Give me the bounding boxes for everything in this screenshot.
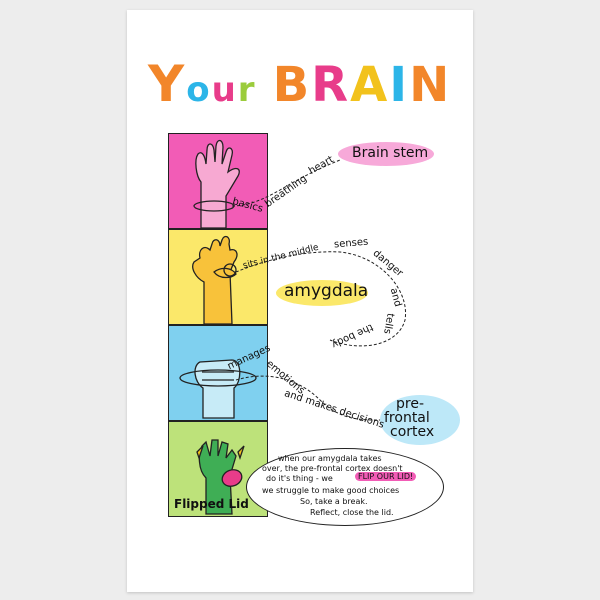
title-letter: Y	[148, 55, 185, 113]
brain-stem-blob	[338, 142, 434, 166]
thumb-in-hand-icon	[192, 235, 238, 325]
title-letter: R	[311, 57, 349, 113]
title-letter: B	[272, 57, 310, 113]
speech-bubble	[246, 448, 444, 526]
bubble-line-6: Reflect, close the lid.	[310, 508, 394, 517]
bubble-line-3: do it's thing - we	[266, 474, 333, 483]
prefrontal-blob	[380, 395, 460, 445]
fist-hand-icon	[179, 359, 257, 419]
bubble-line-2: over, the pre-frontal cortex doesn't	[262, 464, 403, 473]
bubble-line-1: when our amygdala takes	[278, 454, 382, 463]
title-letter: o	[186, 70, 210, 110]
open-hand-icon	[193, 139, 240, 229]
title-letter: A	[350, 57, 388, 113]
bubble-line-4: we struggle to make good choices	[262, 486, 400, 495]
amygdala-label: amygdala	[284, 281, 369, 301]
title-letter: I	[389, 57, 408, 113]
title-letter: u	[211, 70, 236, 110]
prefrontal-label-1: pre-	[396, 396, 424, 412]
prefrontal-label-2: frontal	[384, 410, 430, 426]
flipped-hand-icon	[196, 439, 245, 515]
amygdala-blob	[276, 280, 368, 306]
brain-stem-label: Brain stem	[352, 145, 429, 161]
title-letter: N	[409, 57, 450, 113]
flip-lid-highlight: FLIP OUR LID!	[355, 472, 417, 481]
bubble-line-5: So, take a break.	[300, 497, 368, 506]
prefrontal-label-3: cortex	[390, 424, 435, 440]
flipped-lid-label: Flipped Lid	[174, 497, 249, 511]
title-letter: r	[237, 70, 255, 110]
connector-paths	[231, 159, 407, 421]
